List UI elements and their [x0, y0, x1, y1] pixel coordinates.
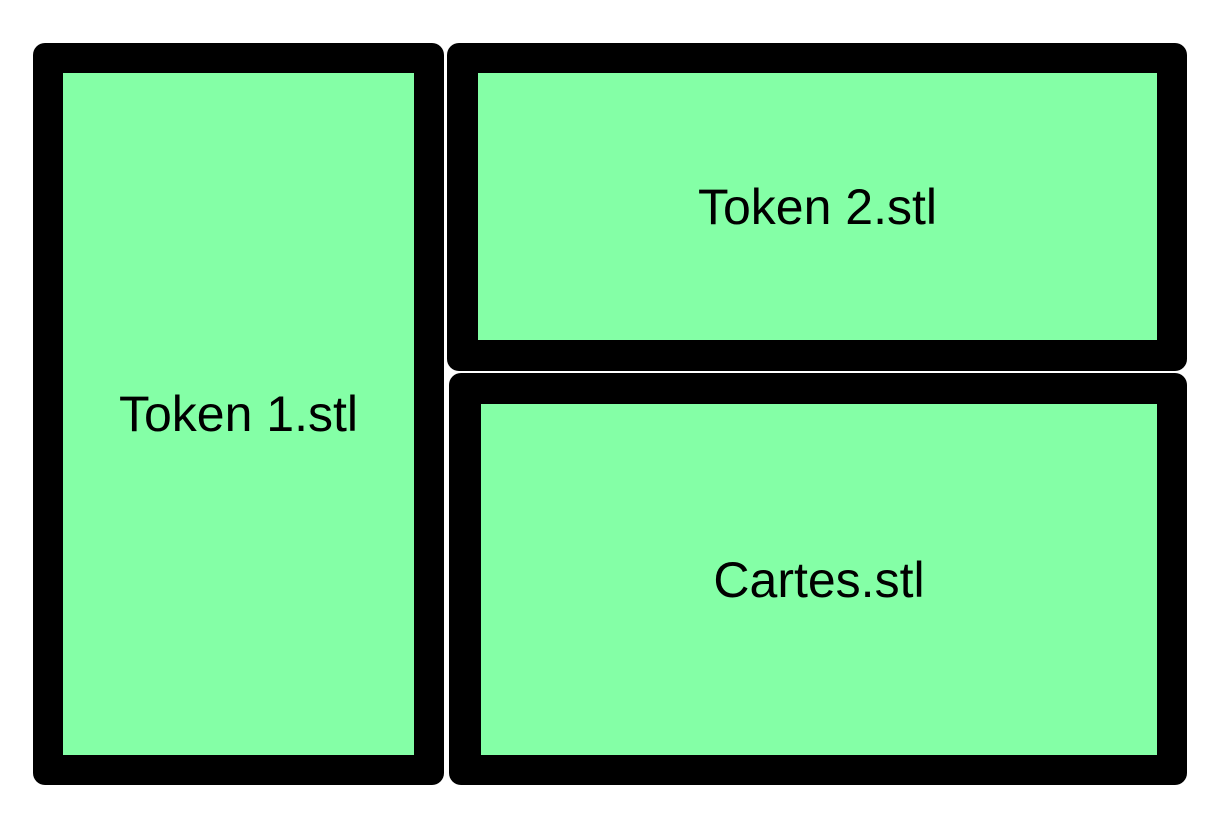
part-token2-label: Token 2.stl: [697, 178, 937, 235]
part-token1-label: Token 1.stl: [118, 386, 358, 442]
part-token2-area: Token 2.stl: [478, 73, 1157, 340]
part-token1: Token 1.stl: [33, 43, 444, 785]
part-cartes: Cartes.stl: [449, 373, 1187, 785]
part-token2: Token 2.stl: [447, 43, 1187, 371]
part-cartes-label: Cartes.stl: [713, 551, 925, 608]
part-cartes-area: Cartes.stl: [481, 404, 1157, 755]
part-token1-area: Token 1.stl: [63, 73, 414, 755]
